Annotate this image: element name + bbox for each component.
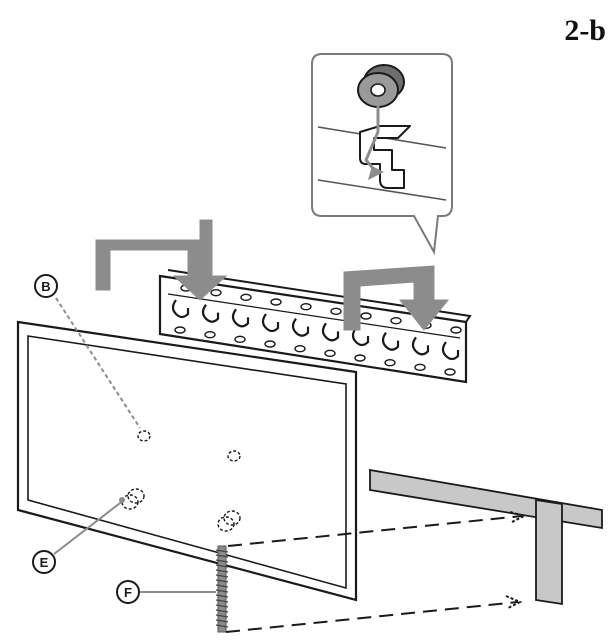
screw-thread <box>215 609 229 613</box>
bracket-hole <box>240 293 252 302</box>
callout-f: F <box>116 580 216 604</box>
mount-hole-upper-left <box>137 430 151 442</box>
bracket-hook-slot <box>381 332 400 351</box>
bracket-hook-slot <box>321 322 340 342</box>
screw-f <box>215 545 229 633</box>
bracket-hole <box>444 368 456 376</box>
bracket-top-edge <box>167 269 472 323</box>
screw-thread <box>215 584 229 588</box>
callout-e-leader <box>53 499 125 555</box>
stand-leg <box>535 498 563 606</box>
guide-line-lower <box>225 601 519 633</box>
screw-threads <box>215 549 229 628</box>
bracket-hole <box>390 316 402 325</box>
screw-thread <box>215 594 229 598</box>
bracket-hole <box>210 288 222 297</box>
bracket-hook-slot <box>171 299 190 319</box>
stand-top-bar <box>369 468 603 530</box>
bracket-slots <box>171 284 462 376</box>
bracket-hole <box>354 354 366 362</box>
tv-outer-frame <box>16 320 358 602</box>
callout-b-letter: B <box>41 279 50 294</box>
support-stand <box>369 468 603 606</box>
screw-thread <box>215 554 229 558</box>
callout-b-leader <box>55 297 141 429</box>
callout-b-badge <box>34 274 58 298</box>
guide-arrow-lower <box>505 595 523 609</box>
tv-back <box>16 320 358 633</box>
tv-inner-frame <box>27 335 347 590</box>
bracket-hole <box>264 340 276 348</box>
bracket-hook-slot <box>291 318 310 337</box>
callout-arrowhead <box>368 166 384 180</box>
callout-f-letter: F <box>124 585 132 600</box>
wall-bracket <box>95 219 472 384</box>
callout-line-bottom <box>317 179 447 201</box>
screw-thread <box>215 619 229 623</box>
bracket-hook-slot <box>351 327 370 347</box>
screw-thread <box>215 579 229 583</box>
right-hang-arrow <box>343 265 450 331</box>
bracket-mid-line <box>167 293 461 339</box>
screw-thread <box>215 599 229 603</box>
screw-thread <box>215 614 229 618</box>
bracket-hole <box>450 326 462 334</box>
screw-thread <box>215 604 229 608</box>
bracket-hook-slot <box>231 308 250 328</box>
bracket-hole <box>294 344 306 353</box>
callout-e: E <box>32 497 125 574</box>
callout-e-letter: E <box>40 555 49 570</box>
guide-lines <box>225 511 527 633</box>
bracket-hole <box>270 298 282 306</box>
callout-arrow <box>364 106 380 173</box>
step-label: 2-b <box>564 14 606 47</box>
screw-thread <box>215 549 229 553</box>
bracket-hole <box>324 349 336 358</box>
zoom-callout <box>311 53 453 256</box>
callout-f-badge <box>116 580 140 604</box>
guide-line-upper <box>227 515 523 547</box>
screw-thread <box>215 624 229 628</box>
bracket-plate <box>158 274 468 384</box>
screw-thread <box>215 574 229 578</box>
screw-thread <box>215 564 229 568</box>
bracket-hook-slot <box>201 304 220 323</box>
bracket-hole <box>384 358 396 367</box>
bracket-hole <box>234 335 246 344</box>
left-hang-arrow <box>95 219 228 301</box>
bracket-hole <box>174 326 186 334</box>
callout-e-badge <box>32 550 56 574</box>
callout-e-point <box>119 497 125 503</box>
screw-thread <box>215 569 229 573</box>
bracket-hook-slot <box>411 336 430 356</box>
bracket-hole <box>414 363 426 372</box>
bracket-hole <box>300 302 312 311</box>
bracket-hole <box>204 330 216 339</box>
mount-hole-upper-right <box>227 450 241 462</box>
bracket-hook-slot <box>261 313 280 333</box>
bracket-hole <box>360 312 372 320</box>
bracket-hole <box>330 307 342 316</box>
callout-b: B <box>34 274 141 429</box>
screw-thread <box>215 589 229 593</box>
mount-hole-lower-left <box>121 488 145 510</box>
mount-hole-lower-right <box>217 510 241 532</box>
screw-thread <box>215 559 229 563</box>
bracket-hook-slot <box>441 341 460 361</box>
